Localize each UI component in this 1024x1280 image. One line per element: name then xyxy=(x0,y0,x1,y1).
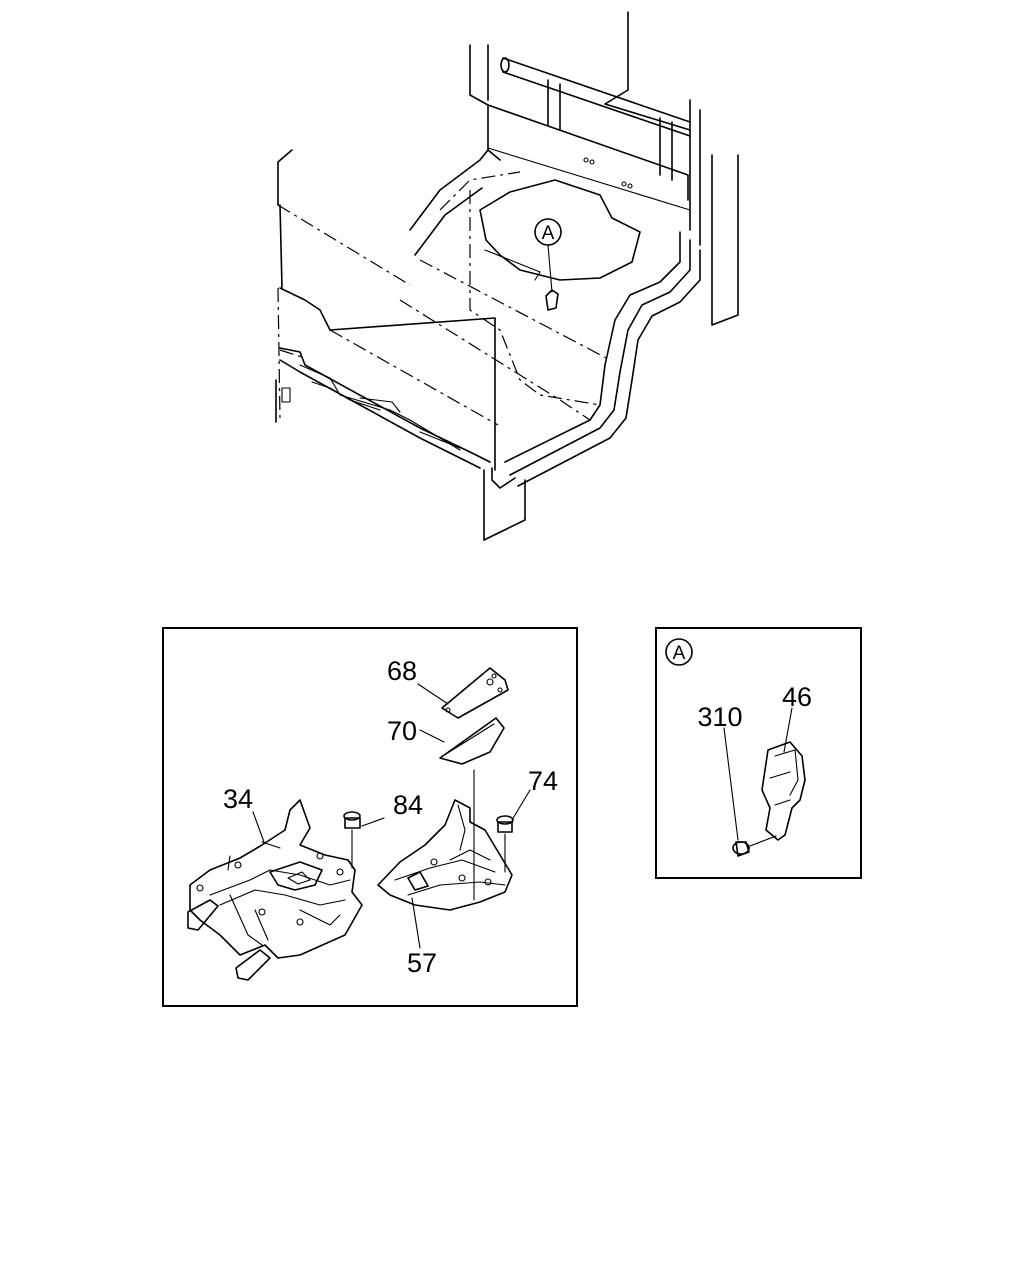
part-57-cover xyxy=(377,799,513,911)
detail-a-marker: A xyxy=(542,223,555,244)
cab-floor-overview: A xyxy=(275,11,739,541)
callout-68: 68 xyxy=(387,656,417,686)
callout-310: 310 xyxy=(697,702,742,732)
detail-a-panel: A 310 46 xyxy=(655,627,862,879)
part-70-gasket xyxy=(439,717,505,765)
detail-a-label: A xyxy=(673,643,686,664)
detail-a-frame xyxy=(655,627,862,879)
callout-84: 84 xyxy=(393,790,423,820)
callout-34: 34 xyxy=(223,784,253,814)
callout-46: 46 xyxy=(782,682,812,712)
hook-part xyxy=(545,289,559,311)
part-34-bracket xyxy=(187,799,363,981)
exploded-view-panel: 68 70 34 84 74 57 xyxy=(162,627,578,1007)
detail-a-label-circle xyxy=(665,638,693,666)
callout-70: 70 xyxy=(387,716,417,746)
callout-57: 57 xyxy=(407,948,437,978)
part-84-bolt xyxy=(343,811,361,869)
part-68-plate xyxy=(441,667,509,719)
part-46-hook xyxy=(761,741,806,841)
exploded-view-frame xyxy=(162,627,578,1007)
callout-74: 74 xyxy=(528,766,558,796)
part-310-screw xyxy=(732,835,777,857)
part-74-bolt xyxy=(496,815,514,873)
